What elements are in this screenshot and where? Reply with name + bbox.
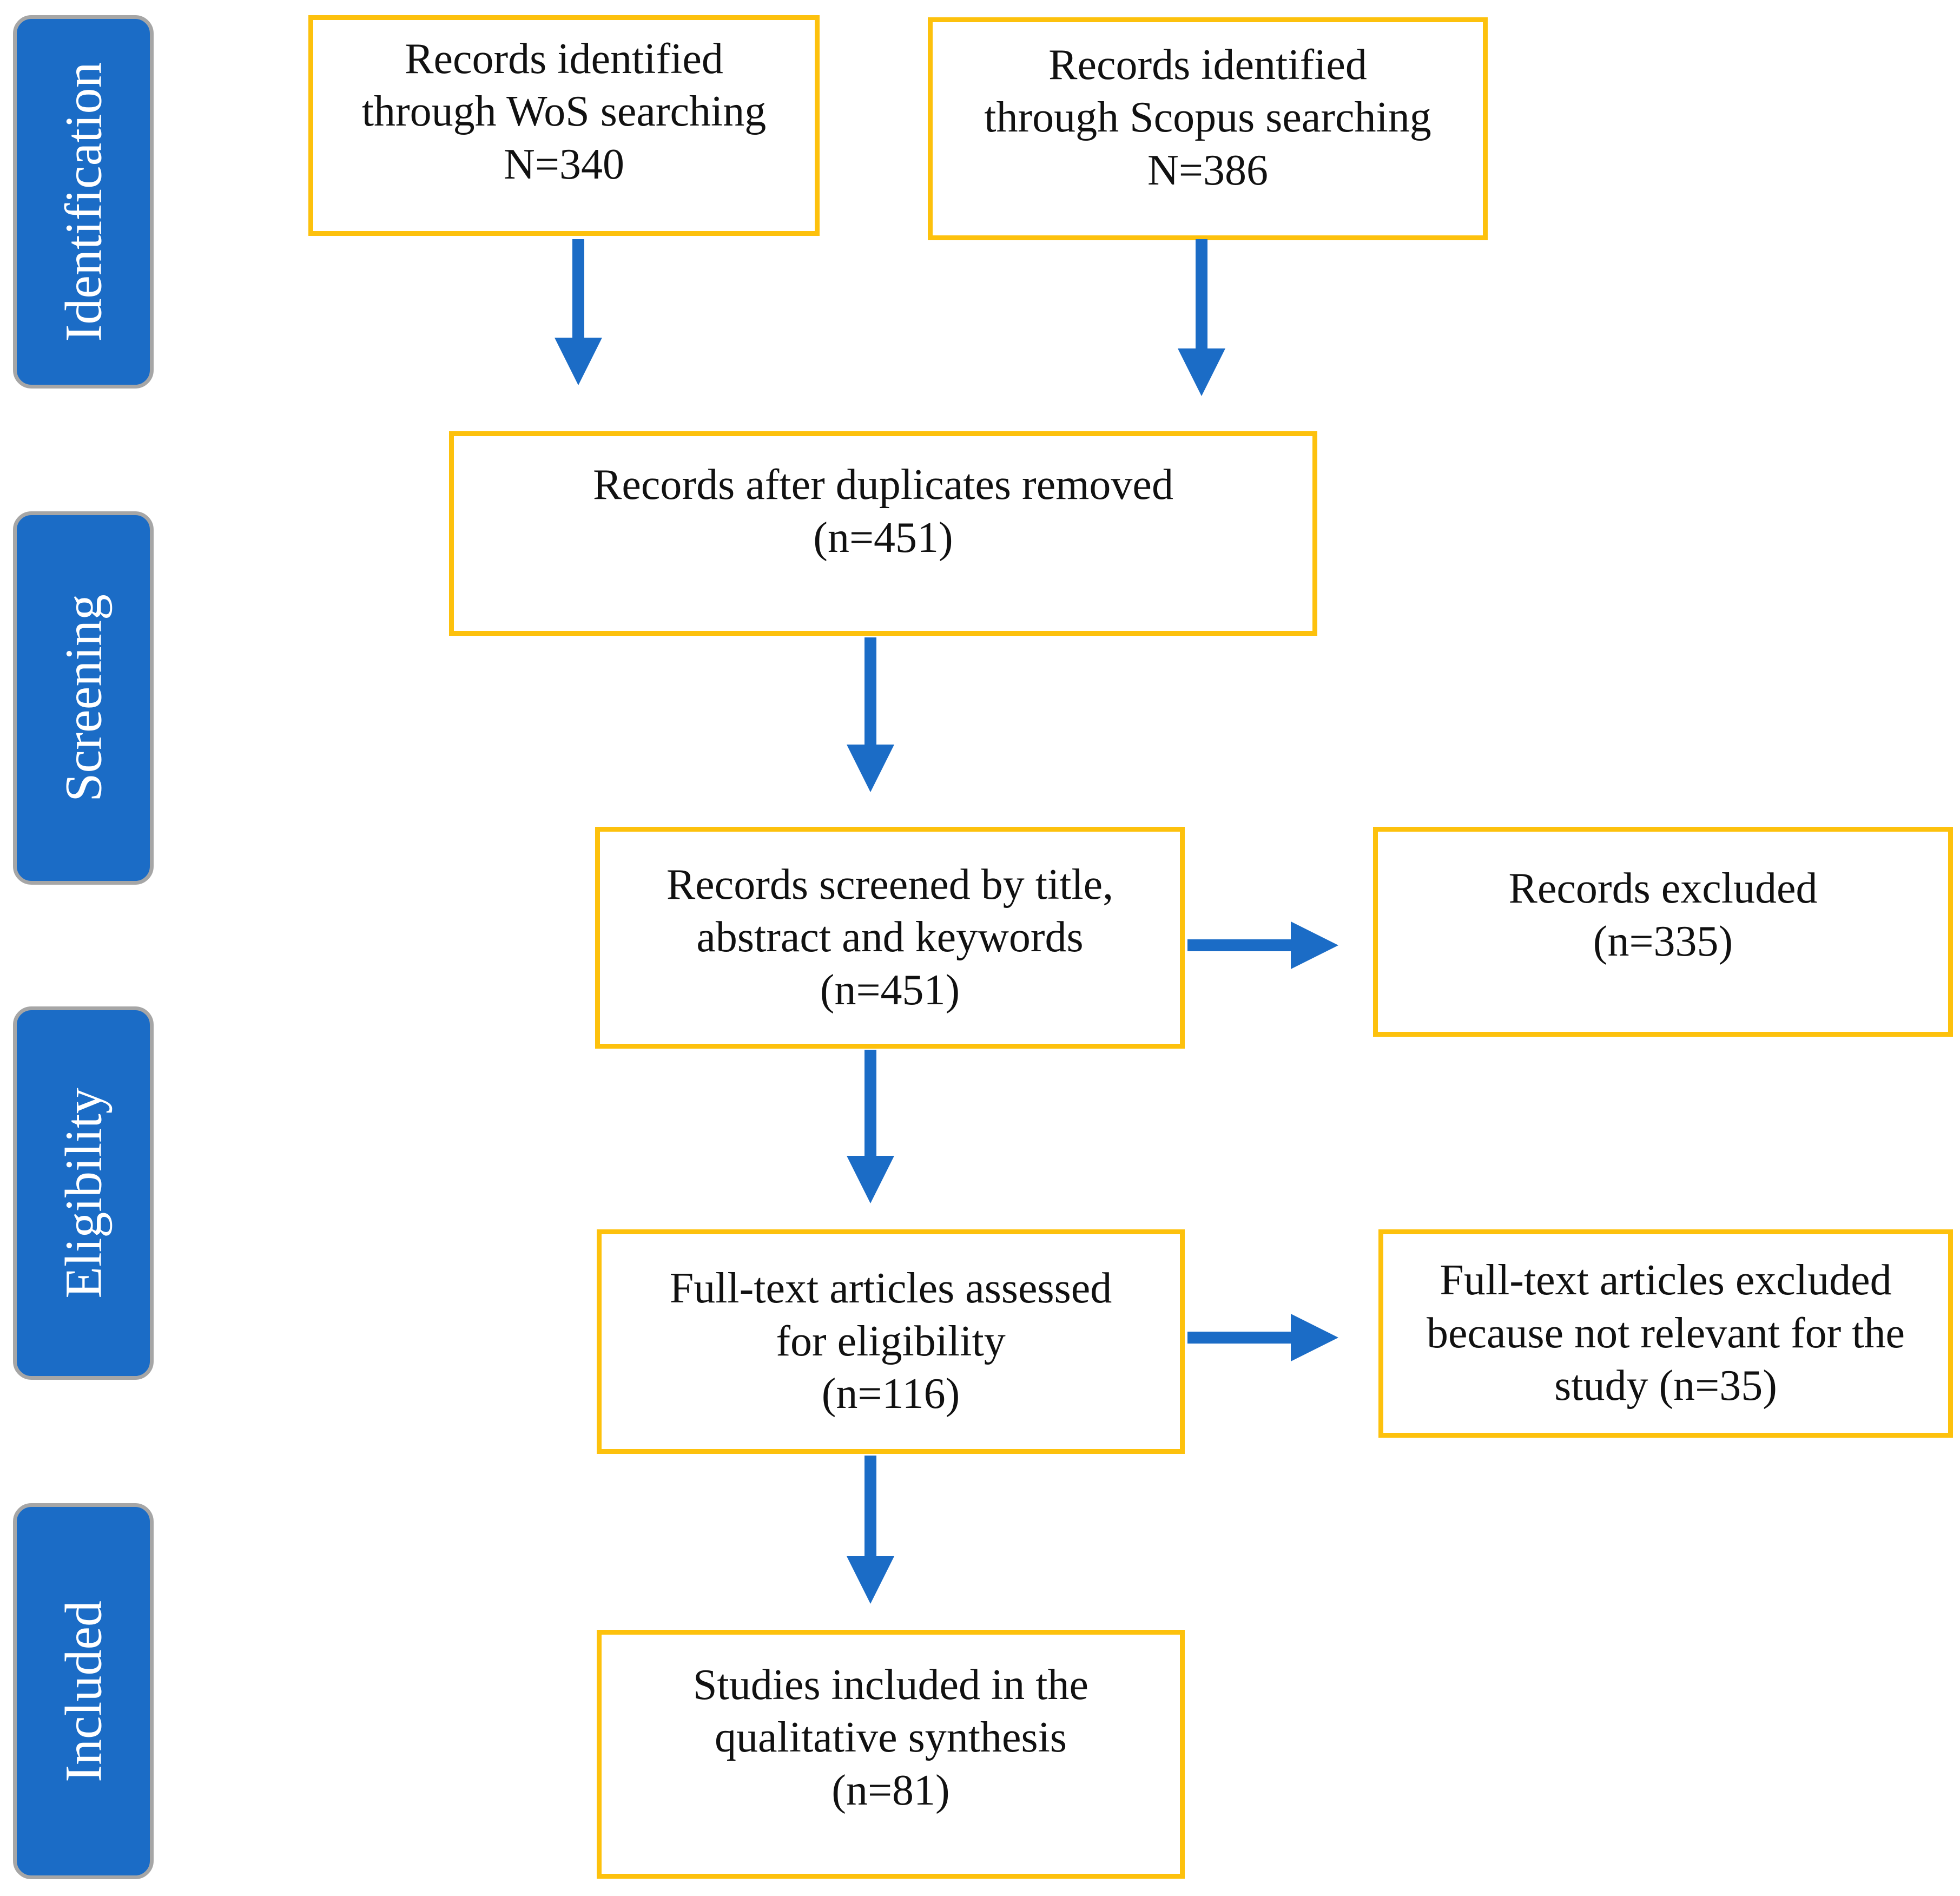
scopus-records-box: Records identified through Scopus search… [928,17,1488,240]
records-excluded-line1: Records excluded [1508,865,1818,913]
wos-records-line2: through WoS searching [361,88,767,136]
stage-eligibility: Eligibility [13,1006,154,1380]
fulltext-excluded-line2: because not relevant for the [1426,1309,1905,1357]
duplicates-removed-count: (n=451) [813,514,953,562]
wos-records-count: N=340 [504,140,624,188]
wos-records-line1: Records identified [405,35,723,83]
stage-included: Included [13,1503,154,1879]
stage-identification: Identification [13,15,154,389]
studies-included-box: Studies included in the qualitative synt… [597,1630,1185,1879]
duplicates-removed-line1: Records after duplicates removed [593,461,1173,509]
fulltext-assessed-line2: for eligibility [776,1317,1006,1365]
fulltext-assessed-line1: Full-text articles assessed [669,1265,1112,1313]
studies-included-count: (n=81) [831,1766,950,1814]
wos-records-box: Records identified through WoS searching… [308,15,820,236]
fulltext-excluded-box: Full-text articles excluded because not … [1378,1229,1953,1438]
fulltext-excluded-line1: Full-text articles excluded [1440,1256,1892,1305]
fulltext-assessed-count: (n=116) [821,1370,960,1418]
studies-included-line1: Studies included in the [692,1661,1088,1709]
records-screened-box: Records screened by title, abstract and … [595,827,1185,1049]
scopus-records-count: N=386 [1147,146,1268,194]
scopus-records-line2: through Scopus searching [984,94,1431,142]
scopus-records-line1: Records identified [1048,41,1367,89]
duplicates-removed-box: Records after duplicates removed (n=451) [449,431,1317,636]
records-screened-count: (n=451) [820,966,960,1014]
fulltext-excluded-line3: study (n=35) [1554,1362,1777,1410]
studies-included-line2: qualitative synthesis [714,1714,1067,1762]
records-screened-line2: abstract and keywords [696,913,1084,962]
records-excluded-count: (n=335) [1593,918,1733,965]
fulltext-assessed-box: Full-text articles assessed for eligibil… [597,1229,1185,1454]
stage-screening: Screening [13,511,154,885]
records-excluded-box: Records excluded (n=335) [1373,827,1953,1037]
records-screened-line1: Records screened by title, [666,860,1114,909]
